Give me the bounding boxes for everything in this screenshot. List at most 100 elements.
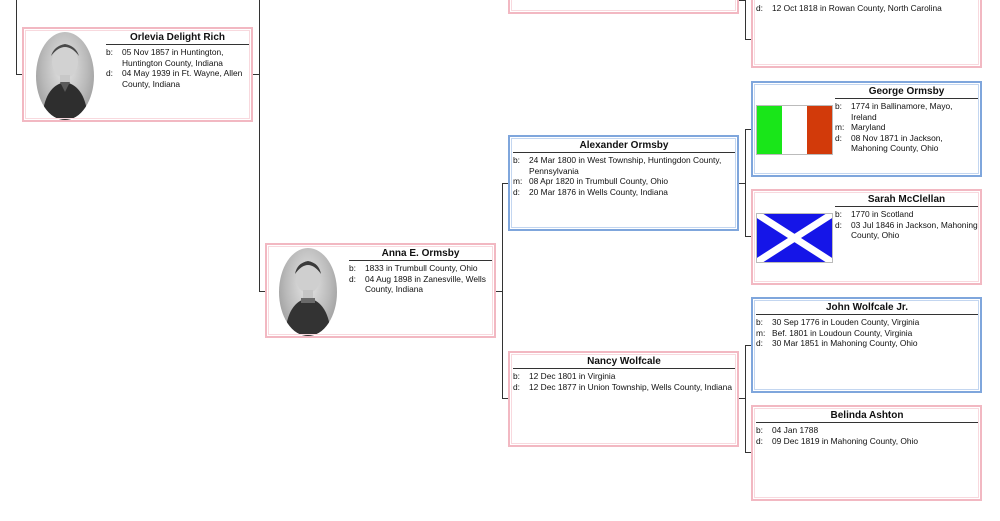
person-facts: b: 05 Nov 1857 in Huntington, Huntington …: [106, 47, 249, 89]
connector-line: [745, 236, 751, 237]
person-name: Anna E. Ormsby: [349, 248, 492, 261]
person-facts: b: 30 Sep 1776 in Louden County, Virginia…: [756, 317, 978, 349]
connector-line: [252, 74, 260, 75]
connector-line: [259, 291, 266, 292]
fact-row: b:12 Dec 1801 in Virginia: [513, 371, 735, 382]
person-facts: b: 1774 in Ballinamore, Mayo, Ireland m: M…: [835, 101, 978, 154]
fact-text: 20 Mar 1876 in Wells County, Indiana: [529, 186, 668, 197]
person-name: Nancy Wolfcale: [513, 356, 735, 369]
connector-line: [502, 183, 509, 184]
fact-label: b:: [756, 425, 763, 435]
fact-row: m:Bef. 1801 in Loudoun County, Virginia: [756, 328, 978, 339]
fact-label: d:: [513, 381, 520, 392]
person-facts: b: 1770 in Scotland d: 03 Jul 1846 in Jack…: [835, 209, 978, 241]
connector-line: [745, 129, 746, 237]
person-name: Belinda Ashton: [756, 410, 978, 423]
person-facts: b: 04 Jan 1788 d: 09 Dec 1819 in Mahoning …: [756, 425, 978, 446]
fact-row: b: 1770 in Scotland: [835, 209, 978, 220]
fact-text: Bef. 1801 in Loudoun County, Virginia: [772, 327, 913, 338]
fact-row: d: 12 Dec 1877 in Union Township, Wells C…: [513, 382, 735, 393]
fact-row: m: Maryland: [835, 122, 978, 133]
fact-row: d: 09 Dec 1819 in Mahoning County, Ohio: [756, 436, 978, 447]
person-name: Orlevia Delight Rich: [106, 32, 249, 45]
person-card-partial[interactable]: d: 12 Oct 1818 in Rowan County, North Car…: [751, 0, 982, 68]
fact-text: 04 May 1939 in Ft. Wayne, Allen County, …: [122, 68, 243, 89]
connector-line: [745, 129, 751, 130]
fact-text: 1833 in Trumbull County, Ohio: [365, 263, 478, 273]
connector-line: [16, 74, 23, 75]
fact-row: b: 1774 in Ballinamore, Mayo, Ireland: [835, 101, 978, 122]
fact-text: 12 Oct 1818 in Rowan County, North Carol…: [772, 3, 942, 13]
fact-text: 24 Mar 1800 in West Township, Huntingdon…: [529, 155, 722, 176]
person-name: Alexander Ormsby: [513, 140, 735, 153]
person-card-belinda[interactable]: Belinda Ashton b: 04 Jan 1788 d: 09 Dec 18…: [751, 405, 982, 501]
fact-label: b:: [513, 155, 520, 165]
fact-text: 04 Aug 1898 in Zanesville, Wells County,…: [365, 273, 486, 295]
connector-line: [738, 398, 746, 399]
fact-label: d:: [756, 3, 763, 13]
person-name: Sarah McClellan: [835, 194, 978, 207]
fact-row: m: 08 Apr 1820 in Trumbull County, Ohio: [513, 176, 735, 187]
fact-row: b: 24 Mar 1800 in West Township, Huntingd…: [513, 155, 735, 176]
person-facts: b:12 Dec 1801 in Virginia d: 12 Dec 1877 …: [513, 371, 735, 392]
fact-label: m:: [835, 122, 845, 133]
fact-text: 12 Dec 1877 in Union Township, Wells Cou…: [529, 381, 732, 392]
fact-label: m:: [513, 176, 523, 187]
fact-label: b:: [106, 47, 113, 57]
fact-row: d: 04 May 1939 in Ft. Wayne, Allen County…: [106, 68, 249, 89]
person-card-george[interactable]: George Ormsby b: 1774 in Ballinamore, May…: [751, 81, 982, 177]
fact-label: b:: [835, 101, 842, 111]
fact-row: d: 08 Nov 1871 in Jackson, Mahoning Count…: [835, 133, 978, 154]
fact-text: 04 Jan 1788: [772, 425, 819, 435]
fact-label: d:: [835, 219, 842, 230]
person-card-partial[interactable]: [508, 0, 739, 14]
fact-text: 08 Nov 1871 in Jackson, Mahoning County,…: [851, 132, 943, 154]
fact-text: 1770 in Scotland: [851, 209, 914, 219]
fact-row: d: 20 Mar 1876 in Wells County, Indiana: [513, 187, 735, 198]
fact-text: 03 Jul 1846 in Jackson, Mahoning County,…: [851, 219, 978, 241]
fact-row: d: 12 Oct 1818 in Rowan County, North Car…: [756, 3, 978, 14]
ireland-flag-icon: [756, 105, 833, 155]
portrait-photo-icon: [36, 32, 94, 120]
person-facts: d: 12 Oct 1818 in Rowan County, North Car…: [756, 3, 978, 14]
person-card-orlevia[interactable]: Orlevia Delight Rich b: 05 Nov 1857 in Hu…: [22, 27, 253, 122]
connector-line: [745, 0, 746, 40]
connector-line: [738, 183, 746, 184]
fact-label: d:: [513, 186, 520, 197]
fact-label: b:: [513, 371, 520, 381]
person-card-anna[interactable]: Anna E. Ormsby b: 1833 in Trumbull County…: [265, 243, 496, 338]
fact-row: d:30 Mar 1851 in Mahoning County, Ohio: [756, 338, 978, 349]
fact-label: b:: [349, 263, 356, 273]
portrait-photo-icon: [279, 248, 337, 336]
fact-row: b: 1833 in Trumbull County, Ohio: [349, 263, 492, 274]
person-card-alexander[interactable]: Alexander Ormsby b: 24 Mar 1800 in West T…: [508, 135, 739, 231]
connector-line: [738, 0, 746, 1]
fact-label: b:: [756, 317, 763, 327]
fact-label: d:: [835, 132, 842, 143]
fact-label: d:: [106, 68, 113, 79]
person-name: John Wolfcale Jr.: [756, 302, 978, 315]
fact-text: 09 Dec 1819 in Mahoning County, Ohio: [772, 435, 919, 446]
person-name: George Ormsby: [835, 86, 978, 99]
fact-row: d: 03 Jul 1846 in Jackson, Mahoning Count…: [835, 220, 978, 241]
connector-line: [745, 452, 751, 453]
connector-line: [745, 345, 746, 453]
fact-label: d:: [349, 273, 356, 284]
person-card-sarah[interactable]: Sarah McClellan b: 1770 in Scotland d: 03 …: [751, 189, 982, 285]
fact-text: 08 Apr 1820 in Trumbull County, Ohio: [529, 176, 669, 187]
fact-row: d: 04 Aug 1898 in Zanesville, Wells Count…: [349, 274, 492, 295]
scotland-flag-icon: [756, 213, 833, 263]
person-facts: b: 1833 in Trumbull County, Ohio d: 04 Aug…: [349, 263, 492, 295]
fact-text: 05 Nov 1857 in Huntington, Huntington Co…: [122, 47, 224, 68]
person-card-nancy[interactable]: Nancy Wolfcale b:12 Dec 1801 in Virginia…: [508, 351, 739, 447]
fact-text: 30 Mar 1851 in Mahoning County, Ohio: [772, 338, 918, 349]
fact-text: Maryland: [851, 122, 886, 133]
connector-line: [502, 183, 503, 399]
fact-label: b:: [835, 209, 842, 219]
fact-text: 30 Sep 1776 in Louden County, Virginia: [772, 317, 920, 327]
fact-label: d:: [756, 435, 763, 446]
fact-row: b: 05 Nov 1857 in Huntington, Huntington …: [106, 47, 249, 68]
fact-text: 1774 in Ballinamore, Mayo, Ireland: [851, 101, 953, 122]
person-card-john[interactable]: John Wolfcale Jr. b: 30 Sep 1776 in Loude…: [751, 297, 982, 393]
connector-line: [495, 291, 503, 292]
